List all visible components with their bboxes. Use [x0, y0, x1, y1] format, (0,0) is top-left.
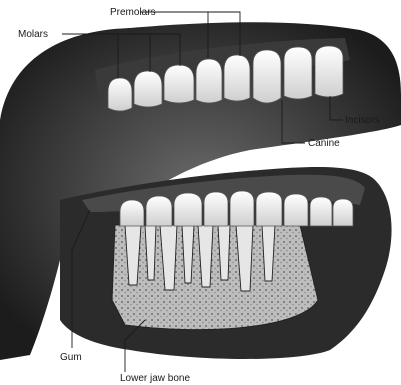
- label-lower-jaw-bone: Lower jaw bone: [120, 373, 190, 384]
- lower-molar-2: [146, 196, 172, 226]
- lower-incisor-3: [333, 199, 353, 226]
- lower-incisor-2: [310, 197, 332, 226]
- label-gum: Gum: [60, 352, 82, 363]
- lower-molar-1: [120, 200, 144, 226]
- upper-premolar-1: [196, 59, 222, 103]
- upper-canine: [253, 50, 281, 103]
- upper-molar-2: [134, 71, 162, 107]
- lower-premolar-2: [230, 191, 254, 226]
- upper-incisor-2: [315, 46, 343, 97]
- upper-molar-1: [108, 78, 132, 111]
- label-molars: Molars: [18, 29, 48, 40]
- label-incisors: Incisors: [345, 115, 379, 126]
- upper-incisor-1: [284, 47, 312, 99]
- upper-premolar-2: [224, 55, 250, 101]
- label-premolars: Premolars: [110, 7, 156, 18]
- jaw-bone-section: [112, 225, 318, 330]
- lower-canine: [256, 192, 282, 226]
- upper-molar-3: [164, 65, 194, 103]
- lower-premolar-1: [204, 192, 228, 226]
- label-canine: Canine: [308, 138, 340, 149]
- lower-incisor-1: [284, 194, 308, 226]
- lower-molar-3: [174, 193, 202, 226]
